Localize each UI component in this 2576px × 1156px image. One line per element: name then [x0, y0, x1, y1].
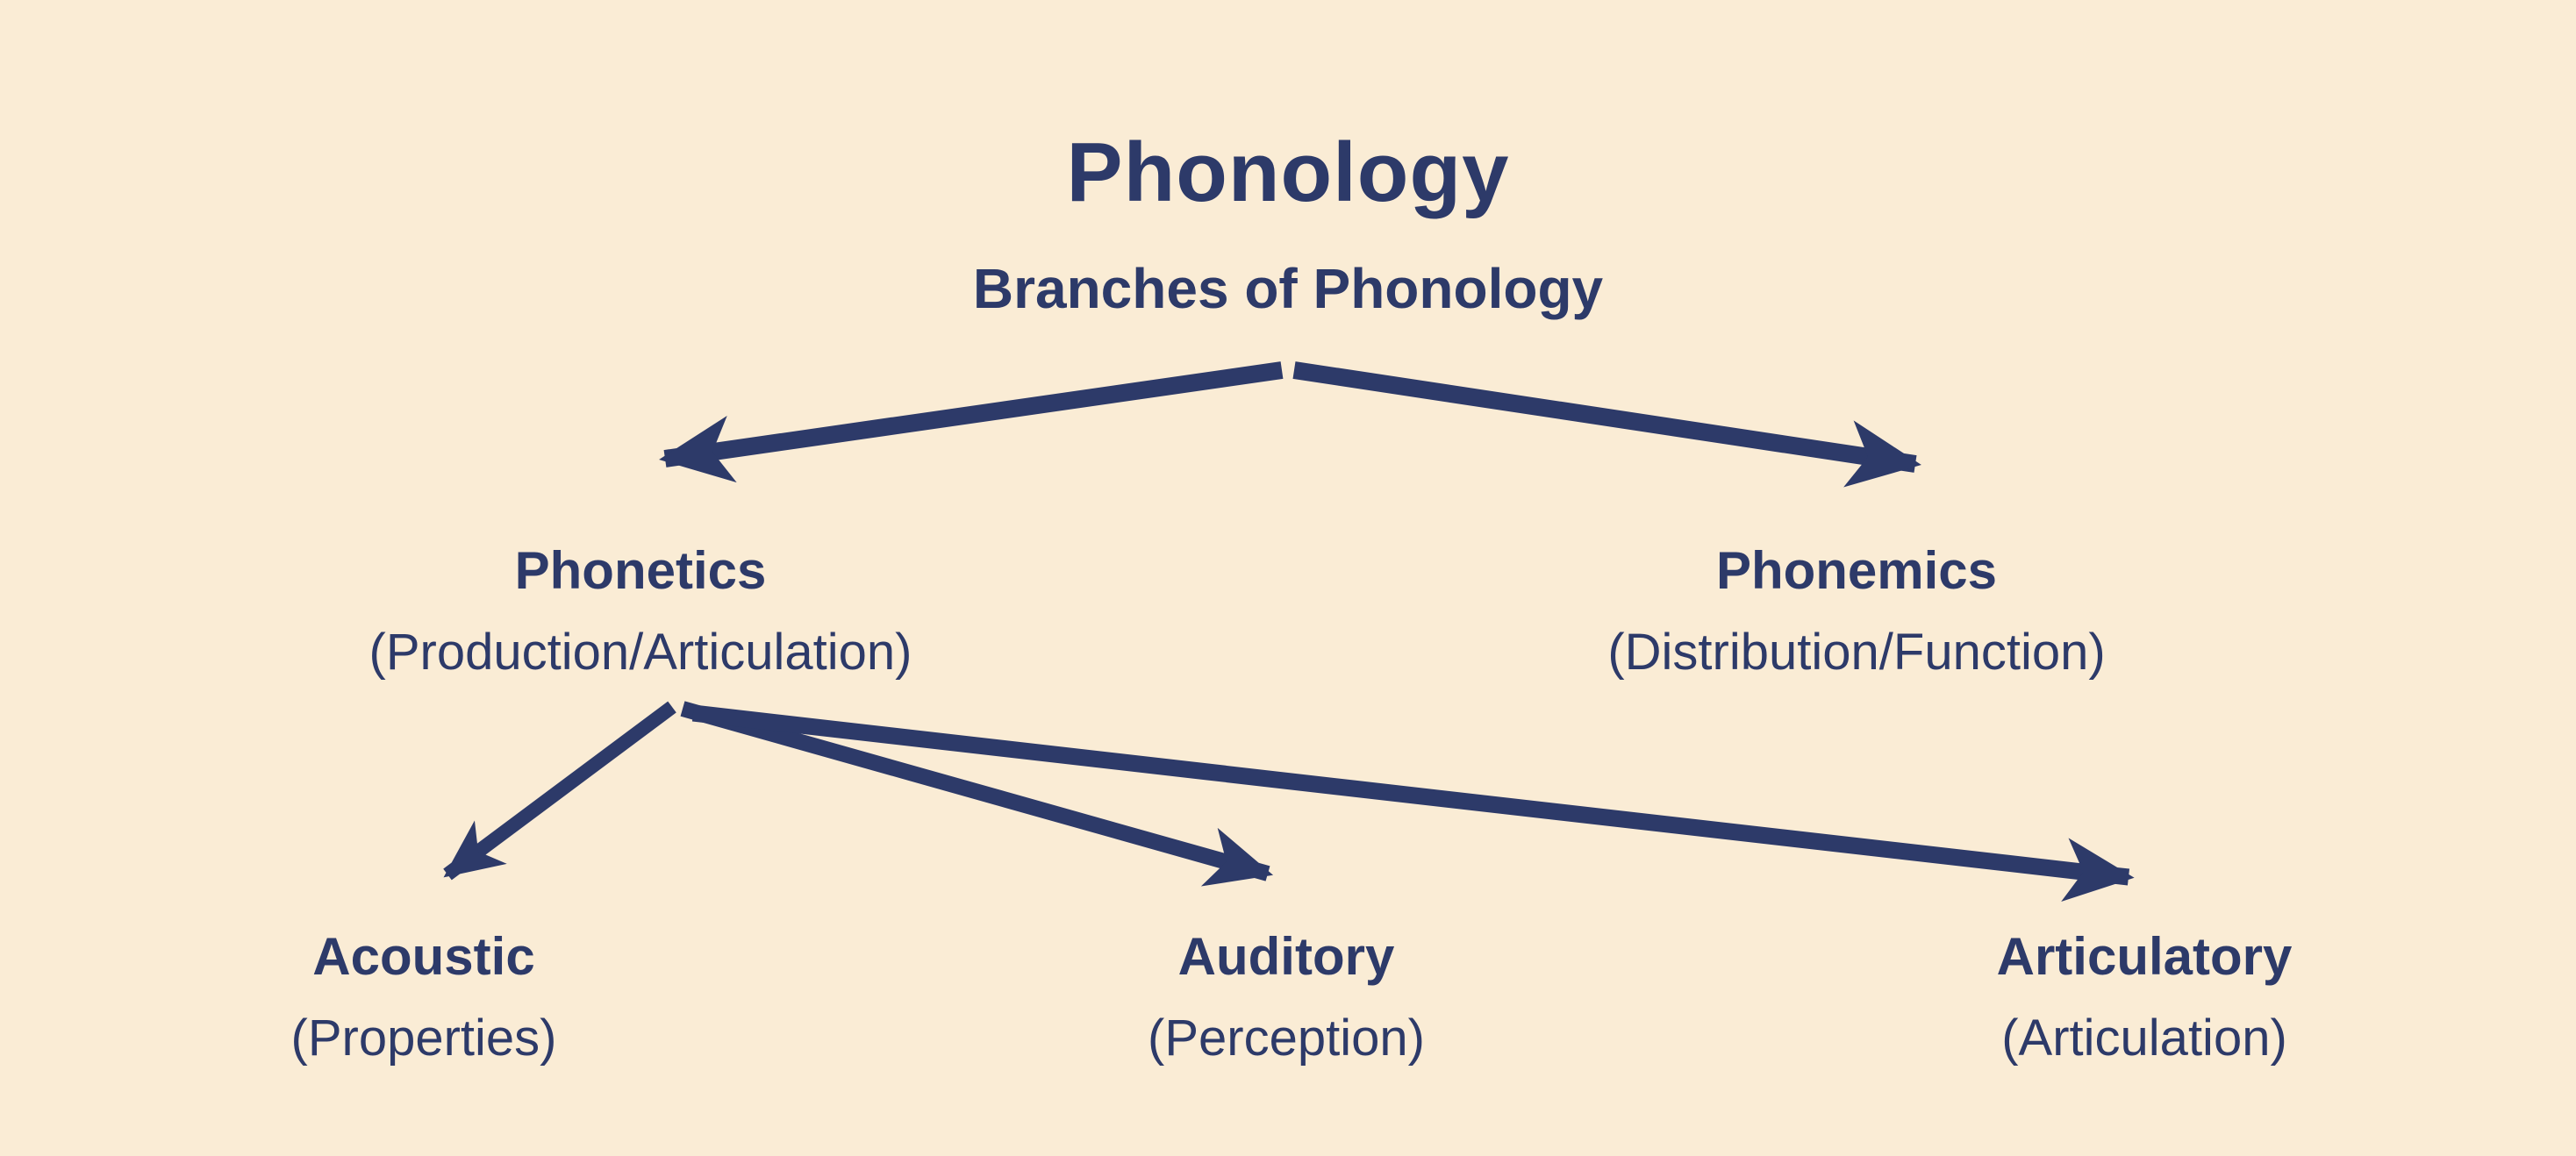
arrow-phonetics-to-acoustic — [443, 701, 676, 881]
node-acoustic-sublabel: (Properties) — [290, 1010, 557, 1067]
node-articulatory-label: Articulatory — [1996, 927, 2293, 986]
node-phonetics-sublabel: (Production/Articulation) — [369, 624, 912, 681]
node-phonemics-sublabel: (Distribution/Function) — [1607, 624, 2106, 681]
node-auditory-sublabel: (Perception) — [1148, 1010, 1425, 1067]
node-phonetics-label: Phonetics — [514, 541, 767, 600]
arrow-phonetics-to-auditory — [680, 701, 1274, 887]
arrow-branches-to-phonetics — [659, 361, 1284, 483]
node-articulatory-sublabel: (Articulation) — [2001, 1010, 2287, 1067]
arrow-phonetics-to-articulatory — [691, 704, 2135, 903]
node-phonemics-label: Phonemics — [1715, 541, 1998, 600]
arrow-branches-to-phonemics — [1292, 361, 1921, 488]
node-acoustic-label: Acoustic — [312, 927, 535, 986]
diagram-subtitle: Branches of Phonology — [972, 257, 1604, 320]
node-auditory-label: Auditory — [1177, 927, 1395, 986]
diagram-title: Phonology — [1066, 125, 1510, 219]
